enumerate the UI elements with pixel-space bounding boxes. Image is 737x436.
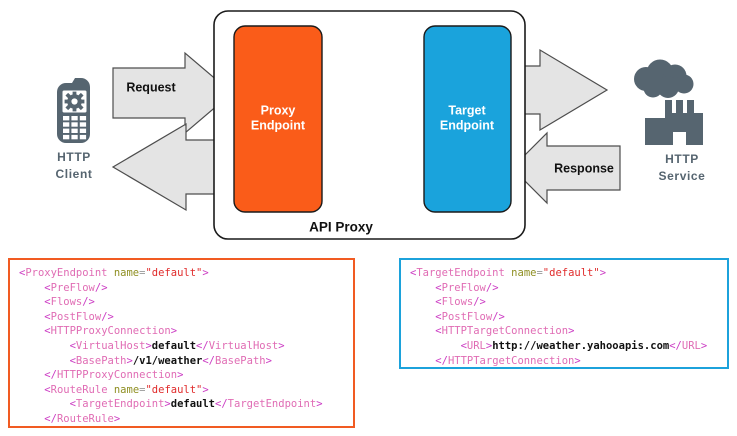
- code-line: <PreFlow/>: [44, 281, 108, 294]
- code-line: <BasePath>/v1/weather</BasePath>: [69, 354, 272, 367]
- target-endpoint-box[interactable]: [423, 25, 512, 213]
- code-line: <PreFlow/>: [435, 281, 499, 294]
- code-line: </ProxyEndpoint>: [19, 427, 345, 428]
- code-line: <VirtualHost>default</VirtualHost>: [69, 339, 285, 352]
- api-proxy-frame-label: API Proxy: [309, 220, 373, 235]
- api-proxy-diagram: API Proxy Proxy Endpoint Target Endpoint…: [56, 10, 706, 240]
- http-client-label-line2: Client: [56, 167, 93, 181]
- code-line: <ProxyEndpoint name="default">: [19, 267, 209, 279]
- target-endpoint-label-line1: Target: [448, 103, 486, 117]
- http-service-label-line1: HTTP: [665, 152, 699, 166]
- code-line: <Flows/>: [44, 296, 95, 309]
- code-line: <RouteRule name="default">: [44, 383, 209, 396]
- code-line: </RouteRule>: [44, 412, 121, 425]
- target-to-service-arrow: [512, 48, 609, 132]
- code-line: <TargetEndpoint>default</TargetEndpoint>: [69, 398, 323, 411]
- proxy-endpoint-label-line1: Proxy: [261, 103, 296, 117]
- http-client-label-line1: HTTP: [57, 150, 91, 164]
- target-endpoint-code-panel[interactable]: <TargetEndpoint name="default"> <PreFlow…: [399, 258, 729, 369]
- code-line: </HTTPProxyConnection>: [44, 369, 184, 382]
- code-line: <URL>http://weather.yahooapis.com</URL>: [460, 339, 708, 352]
- code-line: <PostFlow/>: [44, 310, 114, 323]
- http-service-label-line2: Service: [659, 169, 706, 183]
- code-line: <HTTPTargetConnection>: [435, 325, 575, 338]
- code-line: </TargetEndpoint>: [410, 368, 719, 369]
- service-to-target-arrow: [511, 131, 621, 205]
- code-line: </HTTPTargetConnection>: [435, 354, 581, 367]
- proxy-endpoint-code-panel[interactable]: <ProxyEndpoint name="default"> <PreFlow/…: [8, 258, 355, 428]
- code-line: <Flows/>: [435, 296, 486, 309]
- factory-cloud-icon: [634, 59, 703, 145]
- response-arrow-label: Response: [554, 161, 614, 175]
- request-arrow-label: Request: [126, 80, 176, 94]
- request-arrow: [112, 51, 233, 135]
- target-endpoint-label-line2: Endpoint: [440, 118, 495, 132]
- proxy-endpoint-box[interactable]: [233, 25, 323, 213]
- code-line: <HTTPProxyConnection>: [44, 325, 178, 338]
- mobile-phone-gear-icon: [57, 78, 90, 143]
- code-line: <TargetEndpoint name="default">: [410, 267, 607, 279]
- proxy-endpoint-label-line2: Endpoint: [251, 118, 306, 132]
- code-line: <PostFlow/>: [435, 310, 505, 323]
